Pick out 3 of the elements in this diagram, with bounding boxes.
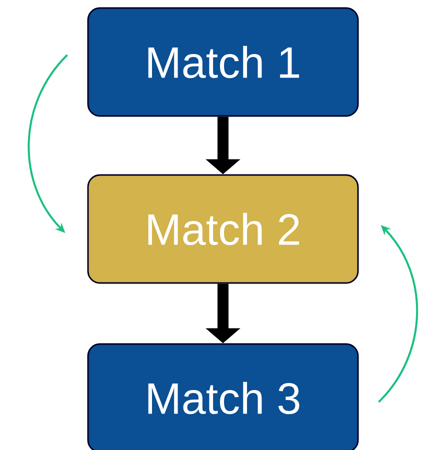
process-box: Match 1 (87, 7, 359, 117)
process-box: Match 2 (87, 174, 359, 284)
process-box: Match 3 (87, 343, 359, 450)
